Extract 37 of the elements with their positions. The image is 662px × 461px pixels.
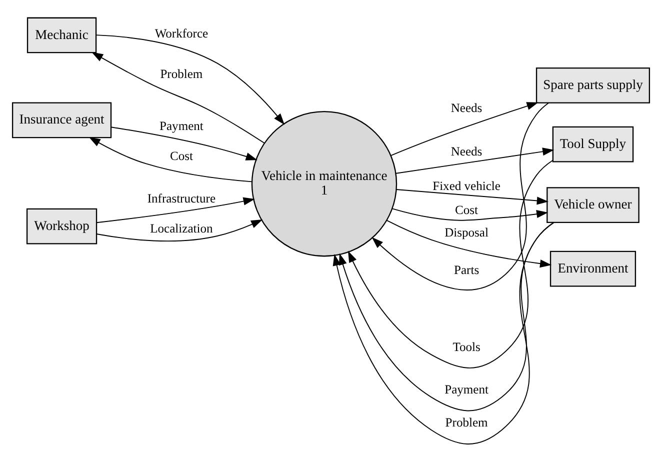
arrow (110, 126, 258, 160)
edge-label: Infrastructure (147, 191, 216, 206)
arrow (96, 219, 263, 242)
node-box: Vehicle owner (546, 186, 640, 223)
arrow (386, 220, 552, 268)
arrow (338, 222, 554, 411)
edge-label: Needs (450, 100, 482, 114)
arrow (92, 52, 265, 144)
arrow (390, 102, 538, 156)
edge-label: Fixed vehicle (432, 178, 500, 193)
arrow (348, 159, 554, 368)
edge-label: Payment (444, 382, 488, 396)
arrow (96, 196, 255, 223)
node-box: Insurance agent (12, 102, 112, 138)
node-box: Tool Supply (552, 126, 634, 162)
edge-label: Problem (160, 66, 203, 81)
node-box: Environment (550, 250, 636, 286)
edge-label: Parts (454, 262, 480, 277)
edge-label: Cost (170, 148, 193, 163)
node-box: Spare parts supply (536, 66, 650, 103)
node-box: Mechanic (26, 16, 97, 53)
edge-label: Payment (160, 118, 204, 133)
edge-label: Disposal (444, 224, 488, 239)
edge-label: Needs (450, 144, 482, 158)
edge-label: Tools (452, 340, 480, 354)
arrow (392, 208, 548, 220)
edge-label: Workforce (154, 26, 208, 40)
edge-label: Cost (455, 202, 478, 217)
edge-label: Localization (150, 221, 213, 236)
arrow (396, 188, 548, 204)
arrow (396, 147, 554, 174)
node-box: Workshop (26, 208, 98, 244)
edge-label: Problem (445, 415, 488, 430)
arrow (88, 136, 252, 182)
arrow (372, 102, 550, 290)
arrow (332, 222, 554, 444)
arrow (96, 34, 285, 124)
